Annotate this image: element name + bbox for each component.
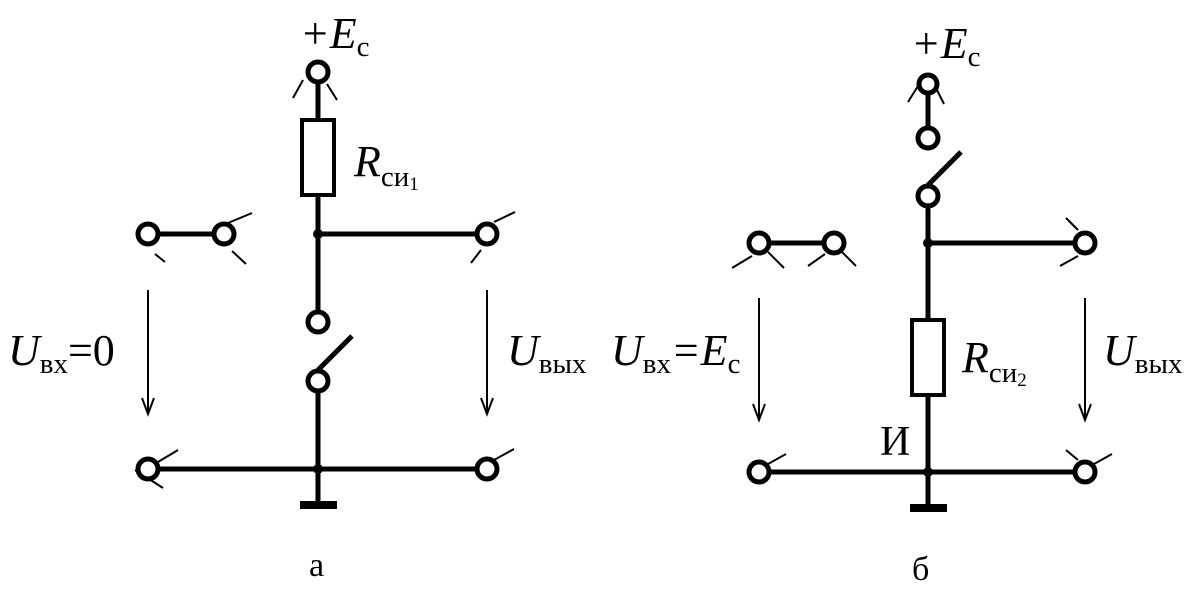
panel-b-junction xyxy=(923,238,933,248)
panel-b-source-label: И xyxy=(880,419,910,465)
panel-a-supply-tick xyxy=(326,83,338,101)
panel-a-terminal-tick xyxy=(470,249,482,264)
panel-b-supply-terminal xyxy=(916,72,940,96)
panel-b-supply-tick xyxy=(907,85,919,103)
panel-b-output-arrowhead xyxy=(1078,403,1092,423)
panel-a-supply-tick xyxy=(292,79,304,99)
panel-a-circuit xyxy=(134,59,516,509)
panel-b-terminal-tick xyxy=(731,255,753,269)
panel-a-junction xyxy=(313,229,323,239)
panel-a-output-voltage-label: Uвых xyxy=(507,326,587,380)
panel-a-terminal-tick xyxy=(157,449,179,463)
panel-b-switch-blade xyxy=(926,150,963,187)
panel-a-terminal-tick xyxy=(231,250,247,265)
panel-a-terminal-tick xyxy=(493,211,516,223)
panel-b-terminal-tick xyxy=(1065,217,1079,231)
panel-b-input-terminal xyxy=(746,459,772,485)
panel-b-caption: б xyxy=(912,551,929,588)
panel-b-terminal-tick xyxy=(767,453,787,465)
panel-a-junction xyxy=(313,464,323,474)
panel-a-terminal-tick xyxy=(227,212,253,224)
panel-b-switch-contact xyxy=(915,183,941,209)
panel-a-resistor-label: Rси1 xyxy=(353,137,419,195)
panel-a-supply-label: +Eс xyxy=(300,9,369,63)
panel-b-terminal-tick xyxy=(807,253,826,267)
panel-a-output-terminal xyxy=(474,221,500,247)
panel-b-supply-label: +Eс xyxy=(911,19,980,73)
panel-a-resistor xyxy=(300,118,336,197)
panel-b-input-terminal xyxy=(746,230,772,256)
panel-a-input-terminal xyxy=(135,221,161,247)
panel-a-input-terminal xyxy=(211,221,237,247)
panel-b-terminal-tick xyxy=(1059,255,1079,267)
panel-b-input-terminal xyxy=(821,230,847,256)
panel-b-switch-contact xyxy=(915,125,941,151)
panel-a-switch-contact xyxy=(305,368,331,394)
panel-b-resistor xyxy=(910,318,946,397)
panel-a-supply-terminal xyxy=(305,59,331,85)
panel-a-switch-contact xyxy=(305,309,331,335)
panel-b-input-voltage-label: Uвх=Eс xyxy=(611,326,740,380)
panel-a-input-terminal xyxy=(135,456,161,482)
panel-b-junction xyxy=(923,467,933,477)
panel-b-resistor-label: Rси2 xyxy=(961,333,1027,391)
panel-b-terminal-tick xyxy=(1065,449,1079,461)
panel-b-input-arrowhead xyxy=(752,403,766,423)
panel-b-terminal-tick xyxy=(1093,453,1113,465)
panel-b-terminal-tick xyxy=(841,251,857,267)
panel-a-caption: а xyxy=(309,547,324,584)
panel-b-circuit xyxy=(731,72,1113,512)
panel-b-output-voltage-label: Uвых xyxy=(1103,326,1183,380)
panel-b-output-terminal xyxy=(1072,230,1098,256)
panel-a-terminal-tick xyxy=(154,253,166,263)
panel-a-output-terminal xyxy=(474,456,500,482)
panel-b-terminal-tick xyxy=(767,251,785,269)
panel-a-output-arrowhead xyxy=(480,397,494,417)
panel-a-switch-blade xyxy=(316,334,354,372)
panel-a-terminal-tick xyxy=(493,448,515,461)
panel-a-input-arrowhead xyxy=(141,397,155,417)
panel-a-input-voltage-label: Uвх=0 xyxy=(8,326,115,380)
panel-b-output-terminal xyxy=(1072,459,1098,485)
